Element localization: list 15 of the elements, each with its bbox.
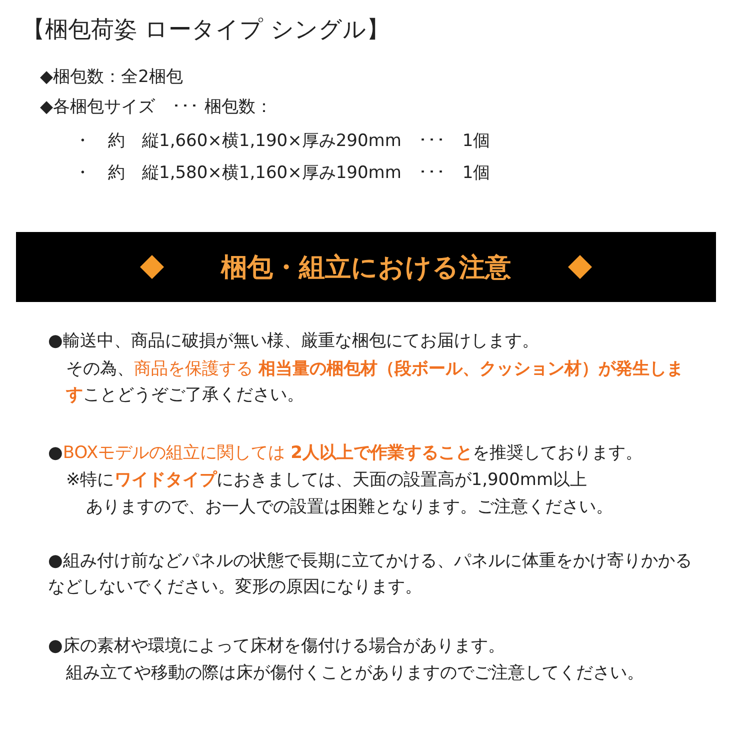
note-text: その為、商品を保護する 相当量の梱包材（段ボール、クッション材）が発生しますことどうぞご了承ください。	[66, 358, 684, 407]
note-text: 組み立てや移動の際は床が傷付くことがありますのでご注意してください。	[66, 662, 645, 685]
note-text: ・ 約 縦1,580×横1,160×厚み190mm ･･･ 1個	[74, 162, 492, 185]
note-text: ありますので、お一人での設置は困難となります。ご注意ください。	[86, 496, 614, 519]
note-text: ※特にワイドタイプにおきましては、天面の設置高が1,900mm以上	[66, 469, 588, 492]
note-text: ●組み付け前などパネルの状態で長期に立てかける、パネルに体重をかけ寄りかかるなどしないでください。変形の原因になります。	[48, 550, 693, 599]
note-text: ●輸送中、商品に破損が無い様、厳重な梱包にてお届けします。	[48, 330, 540, 353]
banner-heading: 梱包・組立における注意	[221, 252, 511, 284]
note-text: ●床の素材や環境によって床材を傷付ける場合があります。	[48, 635, 506, 658]
note-text: ◆梱包数：全2梱包	[40, 66, 184, 89]
heading-banner	[16, 232, 716, 302]
note-text: ●BOXモデルの組立に関しては 2人以上で作業することを推奨しております。	[48, 442, 644, 465]
note-text: ◆各梱包サイズ ･･･ 梱包数：	[40, 96, 274, 119]
note-text: ・ 約 縦1,660×横1,190×厚み290mm ･･･ 1個	[74, 130, 492, 153]
title: 【梱包荷姿 ロータイプ シングル】	[22, 16, 390, 45]
